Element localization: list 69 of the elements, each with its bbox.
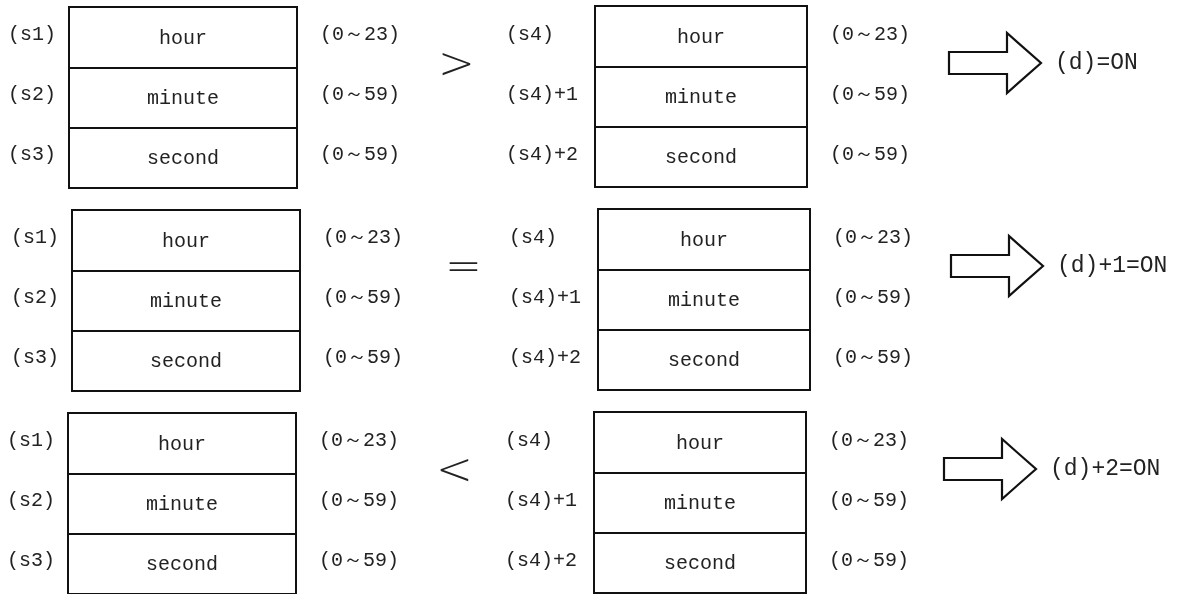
operand-label: (s1) — [8, 23, 56, 47]
operand-label: (s1) — [7, 429, 55, 453]
range-label: (0～59) — [319, 489, 399, 513]
range-label: (0～59) — [319, 549, 399, 573]
range-label: (0～23) — [320, 23, 400, 47]
hollow-arrow — [942, 436, 1038, 502]
range-label: (0～59) — [323, 286, 403, 310]
cell-text: minute — [665, 86, 737, 109]
table-frame — [594, 5, 808, 188]
cell-text: hour — [676, 431, 724, 455]
cell-text: minute — [150, 290, 222, 313]
operand-label: (s4)+1 — [509, 286, 581, 310]
cell-text: minute — [664, 492, 736, 515]
cell-text: hour — [677, 25, 725, 49]
range-label: (0～59) — [829, 489, 909, 513]
range-label: (0～23) — [833, 226, 913, 250]
operand-label: (s4) — [505, 429, 553, 453]
table-frame — [68, 6, 298, 189]
operand-label: (s4)+2 — [506, 143, 578, 167]
operand-label: (s4)+1 — [505, 489, 577, 513]
operand-label: (s3) — [7, 549, 55, 573]
range-label: (0～59) — [833, 286, 913, 310]
operand-label: (s1) — [11, 226, 59, 250]
operand-label: (s4) — [506, 23, 554, 47]
range-label: (0～23) — [319, 429, 399, 453]
comparison-symbol: = — [445, 242, 482, 290]
cell-text: hour — [158, 432, 206, 456]
table-frame — [71, 209, 301, 392]
range-label: (0～59) — [320, 143, 400, 167]
operand-label: (s4) — [509, 226, 557, 250]
operand-label: (s2) — [7, 489, 55, 513]
cell-text: hour — [159, 26, 207, 50]
table-frame — [597, 208, 811, 391]
range-label: (0～59) — [830, 143, 910, 167]
operand-label: (s3) — [11, 346, 59, 370]
cell-text: minute — [146, 493, 218, 516]
cell-text: hour — [680, 228, 728, 252]
cell-text: minute — [147, 87, 219, 110]
table-frame — [593, 411, 807, 594]
cell-text: second — [150, 350, 222, 373]
hollow-arrow — [949, 233, 1045, 299]
range-label: (0～59) — [829, 549, 909, 573]
operand-label: (s4)+1 — [506, 83, 578, 107]
range-label: (0～23) — [829, 429, 909, 453]
comparison-symbol: < — [436, 445, 473, 493]
cell-text: minute — [668, 289, 740, 312]
hollow-arrow — [947, 30, 1043, 96]
range-label: (0～23) — [830, 23, 910, 47]
range-label: (0～59) — [320, 83, 400, 107]
operand-label: (s4)+2 — [505, 549, 577, 573]
range-label: (0～23) — [323, 226, 403, 250]
cell-text: hour — [162, 229, 210, 253]
range-label: (0～59) — [323, 346, 403, 370]
cell-text: second — [665, 146, 737, 169]
operand-label: (s4)+2 — [509, 346, 581, 370]
result-text: (d)=ON — [1055, 49, 1138, 77]
comparison-symbol: > — [438, 39, 475, 87]
cell-text: second — [668, 349, 740, 372]
cell-text: second — [664, 552, 736, 575]
operand-label: (s2) — [11, 286, 59, 310]
cell-text: second — [146, 553, 218, 576]
operand-label: (s3) — [8, 143, 56, 167]
table-frame — [67, 412, 297, 594]
range-label: (0～59) — [830, 83, 910, 107]
cell-text: second — [147, 147, 219, 170]
result-text: (d)+2=ON — [1050, 455, 1161, 483]
range-label: (0～59) — [833, 346, 913, 370]
operand-label: (s2) — [8, 83, 56, 107]
result-text: (d)+1=ON — [1057, 252, 1168, 280]
